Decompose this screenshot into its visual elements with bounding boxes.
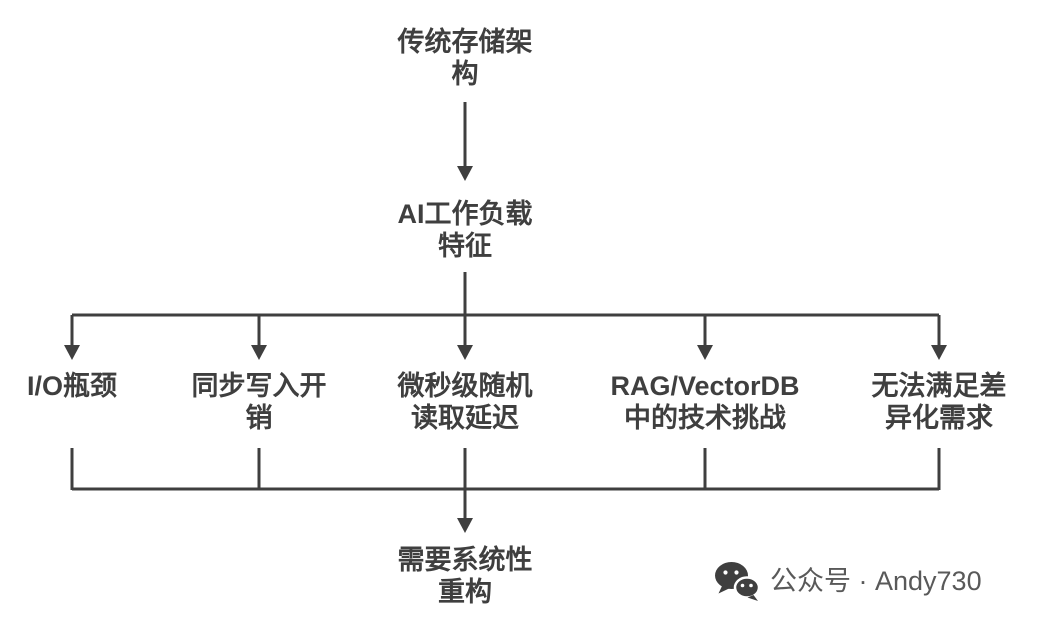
node-io-bottleneck: I/O瓶颈 [26,371,117,401]
node-systematic-rebuild: 需要系统性 重构 [397,545,533,607]
watermark-text: 公众号 · Andy730 [770,566,982,596]
node-traditional-storage: 传统存储架 构 [397,27,533,89]
arrow-bus-to-conclusion [457,489,473,533]
node-sync-write-overhead: 同步写入开 销 [191,371,327,433]
branch-arrows [64,315,947,360]
node-ai-workload: AI工作负载 特征 [397,199,533,261]
line-workload-to-bus [72,272,939,317]
arrow-root-to-workload [457,102,473,181]
watermark: 公众号 · Andy730 [714,560,982,602]
node-differentiated-needs: 无法满足差 异化需求 [871,371,1007,433]
node-random-read-latency: 微秒级随机 读取延迟 [397,371,533,433]
node-rag-vectordb-challenges: RAG/VectorDB 中的技术挑战 [610,371,800,433]
branch-join-lines [70,448,941,491]
wechat-icon [715,562,760,601]
